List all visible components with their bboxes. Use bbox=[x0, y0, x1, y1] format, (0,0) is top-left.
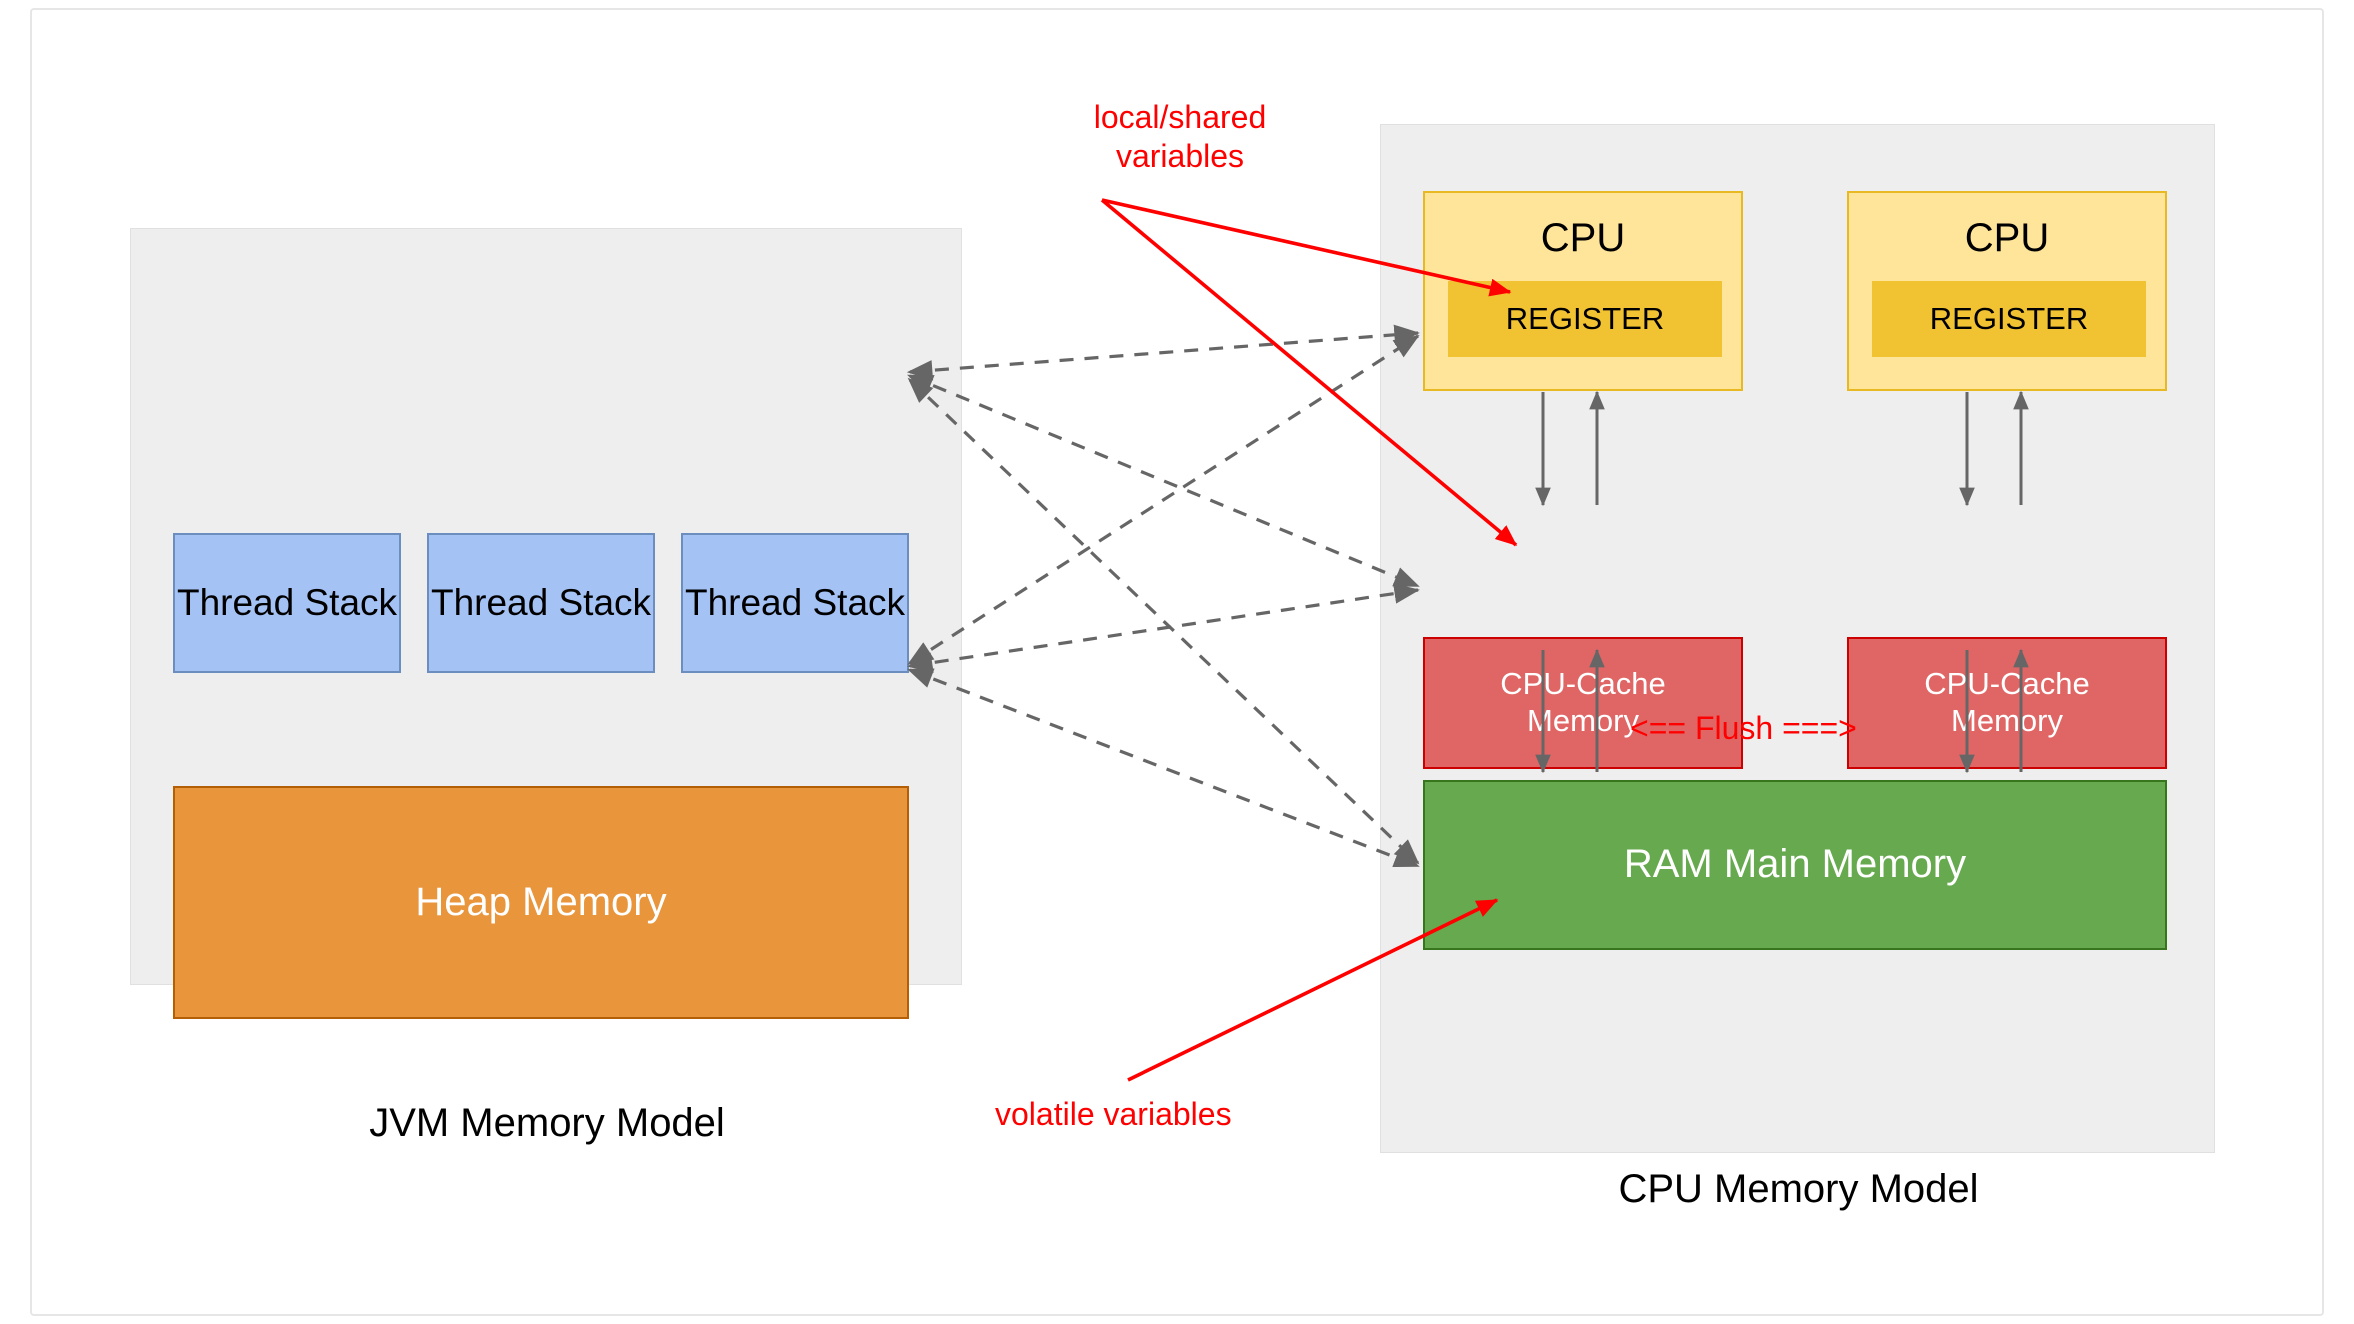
cpu-cache-memory-label-2: CPU-Cache Memory bbox=[1924, 666, 2090, 738]
cpu-cache-memory-label-1: CPU-Cache Memory bbox=[1500, 666, 1666, 738]
register-box-2[interactable]: REGISTER bbox=[1872, 281, 2146, 357]
cpu-label-1: CPU bbox=[1540, 216, 1626, 260]
register-box-1[interactable]: REGISTER bbox=[1448, 281, 1722, 357]
cpu-panel-title: CPU Memory Model bbox=[1618, 1167, 1979, 1211]
register-label-2: REGISTER bbox=[1929, 300, 2089, 336]
thread-stack-box-2[interactable]: Thread Stack bbox=[427, 533, 655, 673]
heap-memory-label: Heap Memory bbox=[415, 879, 667, 924]
cpu-cache-memory-box-2[interactable]: CPU-Cache Memory bbox=[1847, 637, 2167, 769]
thread-stack-box-3[interactable]: Thread Stack bbox=[681, 533, 909, 673]
thread-stack-label-1: Thread Stack bbox=[176, 582, 398, 624]
flush-label: <== Flush ===> bbox=[1630, 710, 1857, 746]
cpu-box-1[interactable]: CPU REGISTER bbox=[1423, 191, 1743, 391]
thread-stack-label-2: Thread Stack bbox=[430, 582, 652, 624]
cpu-cache-memory-box-1[interactable]: CPU-Cache Memory bbox=[1423, 637, 1743, 769]
cpu-box-2[interactable]: CPU REGISTER bbox=[1847, 191, 2167, 391]
jvm-panel-title: JVM Memory Model bbox=[369, 1101, 725, 1145]
register-label-1: REGISTER bbox=[1505, 300, 1665, 336]
ram-main-memory-box[interactable]: RAM Main Memory bbox=[1423, 780, 2167, 950]
heap-memory-box[interactable]: Heap Memory bbox=[173, 786, 909, 1019]
annotation-volatile-variables: volatile variables bbox=[995, 1096, 1232, 1132]
jvm-memory-model-panel: Thread Stack Thread Stack Thread Stack H… bbox=[130, 228, 962, 1145]
cpu-label-2: CPU bbox=[1964, 216, 2050, 260]
ram-main-memory-label: RAM Main Memory bbox=[1623, 842, 1967, 887]
annotation-local-shared-variables: local/shared variables bbox=[1093, 99, 1267, 175]
thread-stack-label-3: Thread Stack bbox=[684, 582, 906, 624]
thread-stack-box-1[interactable]: Thread Stack bbox=[173, 533, 401, 673]
cpu-memory-model-panel: CPU REGISTER CPU REGISTER CPU-Cache Memo… bbox=[1380, 124, 2215, 1211]
